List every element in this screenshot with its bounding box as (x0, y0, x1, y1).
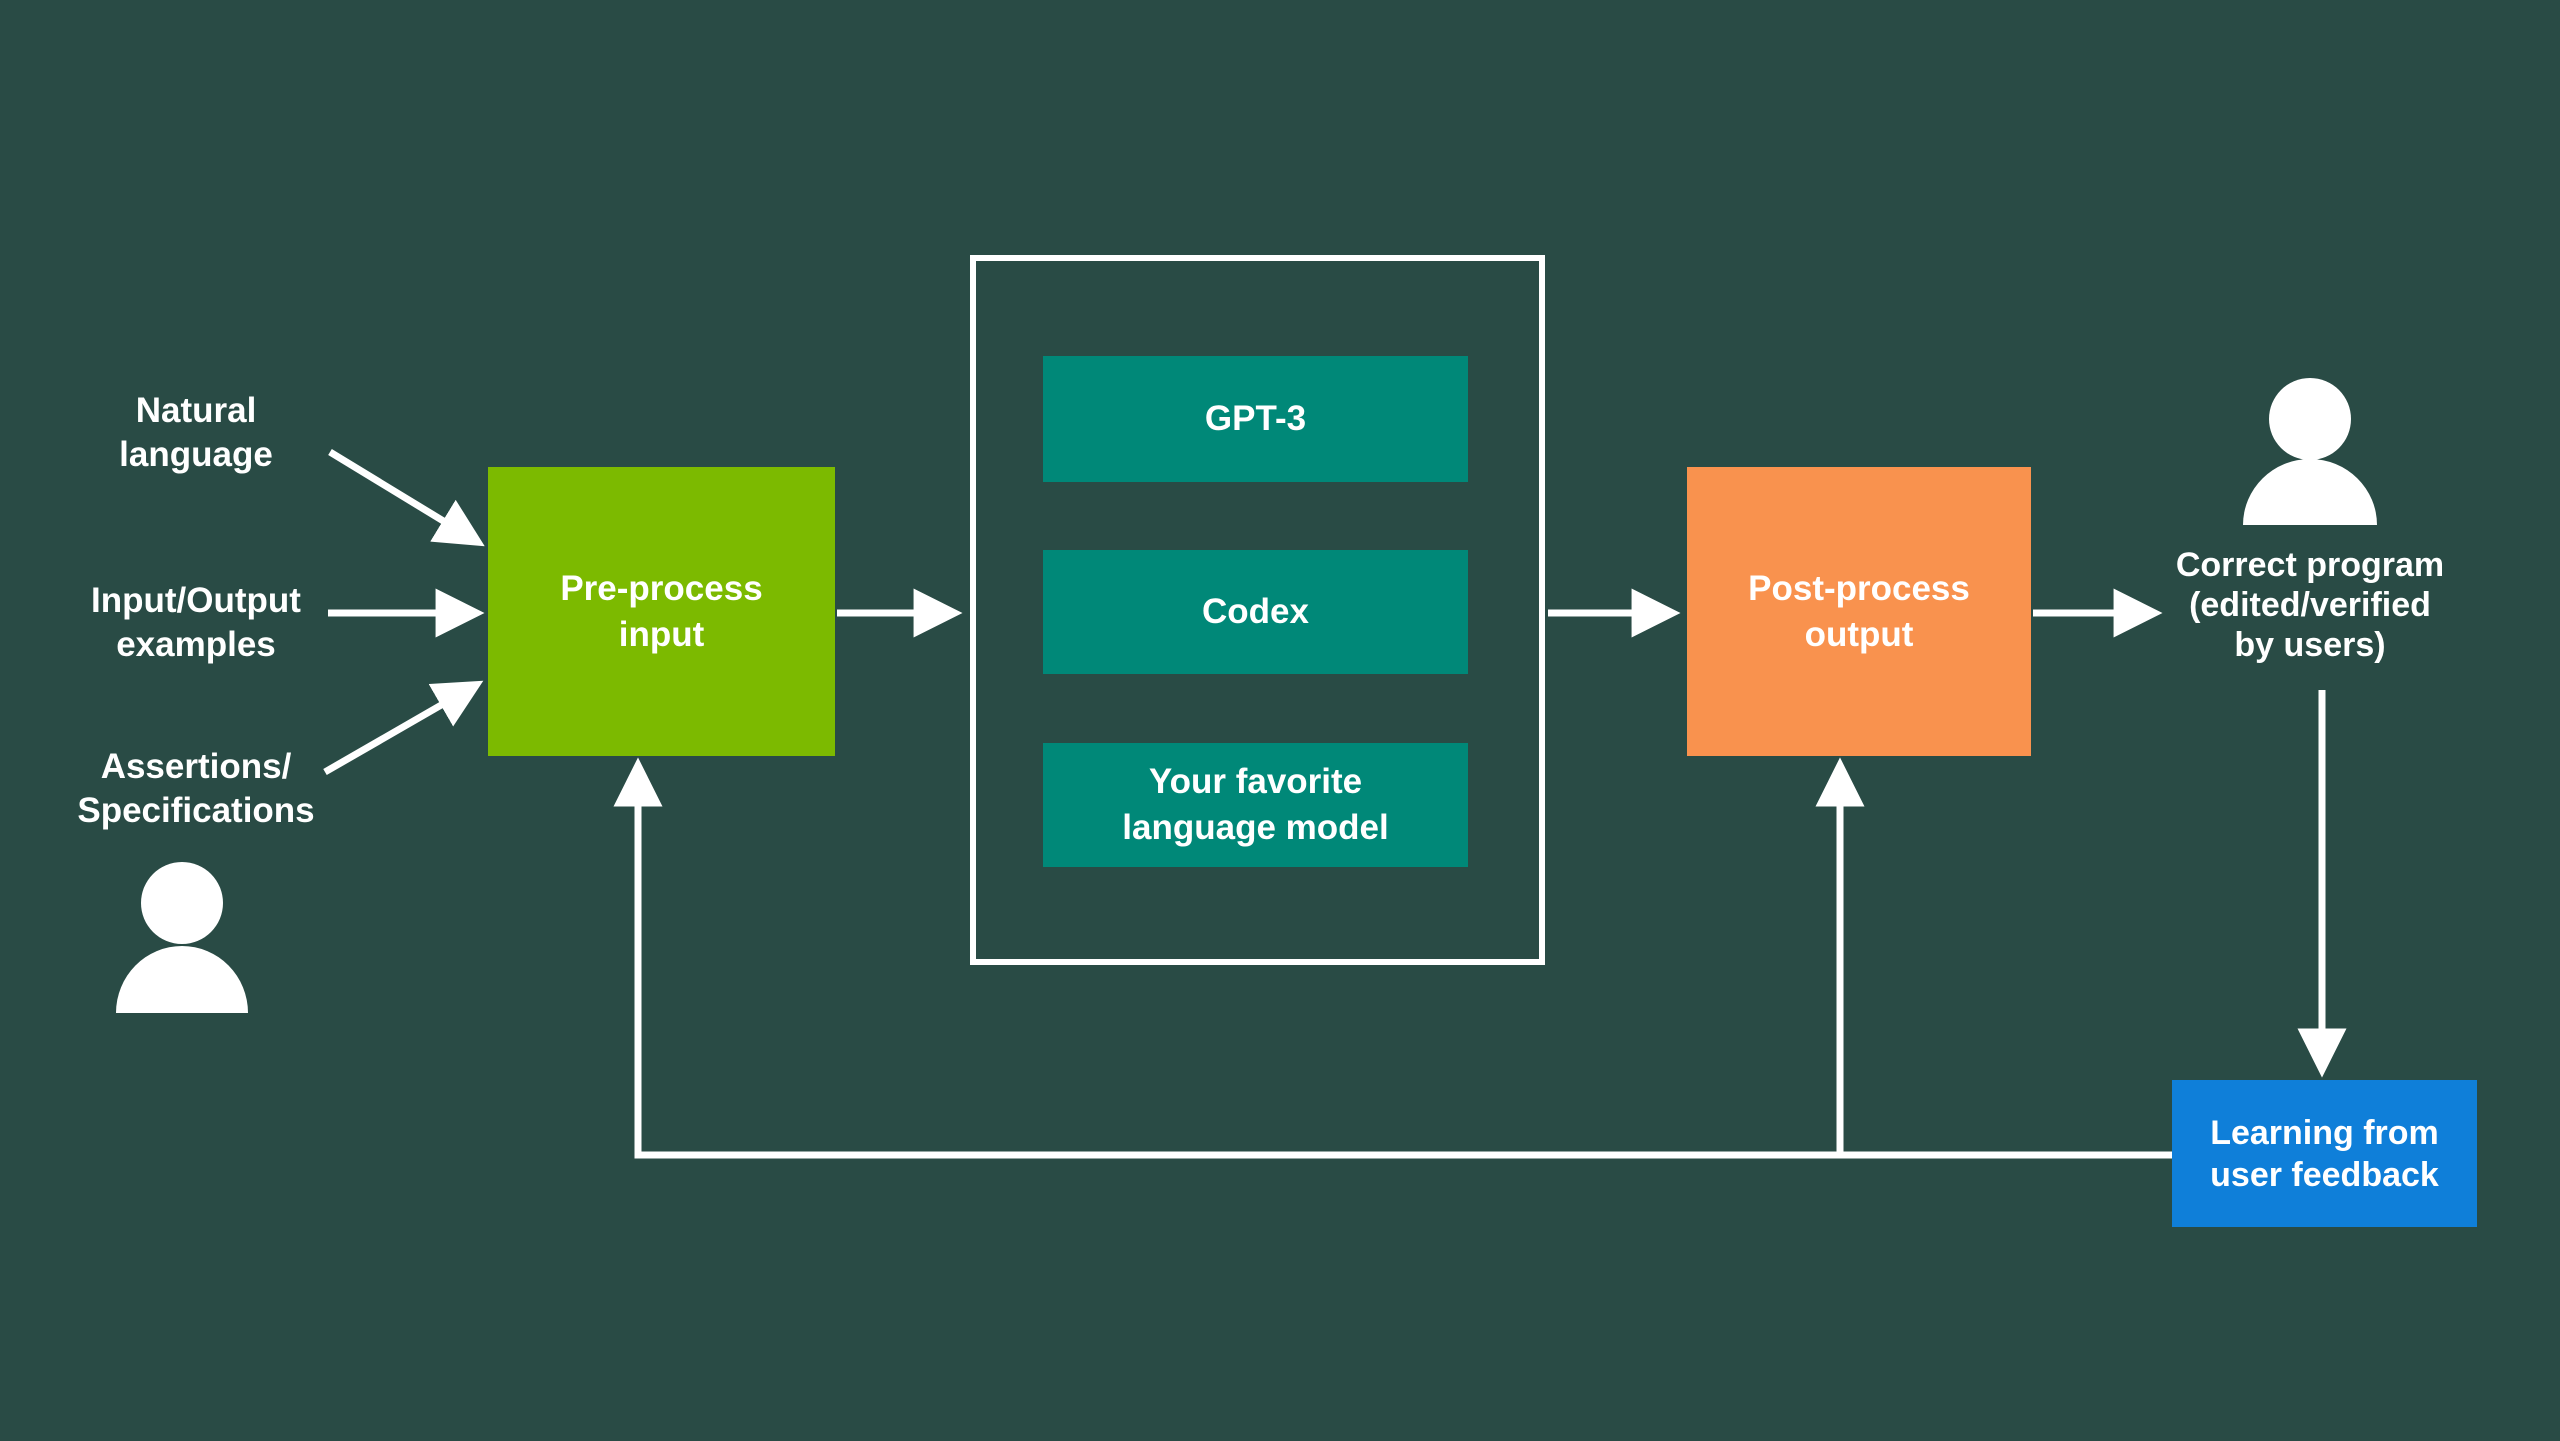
node-model-favorite: Your favorite language model (1043, 743, 1468, 867)
node-postprocess-output: Post-process output (1687, 467, 2031, 756)
node-model-gpt3: GPT-3 (1043, 356, 1468, 482)
node-learning-from-user-feedback: Learning from user feedback (2172, 1080, 2477, 1227)
input-label-io-examples: Input/Output examples (91, 581, 301, 664)
feedback-loop-to-preprocess (613, 757, 2172, 1159)
arrow-assertions-to-preprocess (323, 680, 484, 776)
person-icon (116, 862, 248, 1013)
models-group-frame (970, 255, 1545, 965)
node-model-codex: Codex (1043, 550, 1468, 674)
input-label-natural-language: Natural language (119, 391, 273, 474)
input-label-assertions: Assertions/ Specifications (77, 747, 315, 830)
node-preprocess-input: Pre-process input (488, 467, 835, 756)
arrow-natural-language-to-preprocess (328, 449, 485, 547)
output-label-correct-program: Correct program (edited/verified by user… (2175, 546, 2445, 664)
person-icon (2243, 378, 2377, 525)
